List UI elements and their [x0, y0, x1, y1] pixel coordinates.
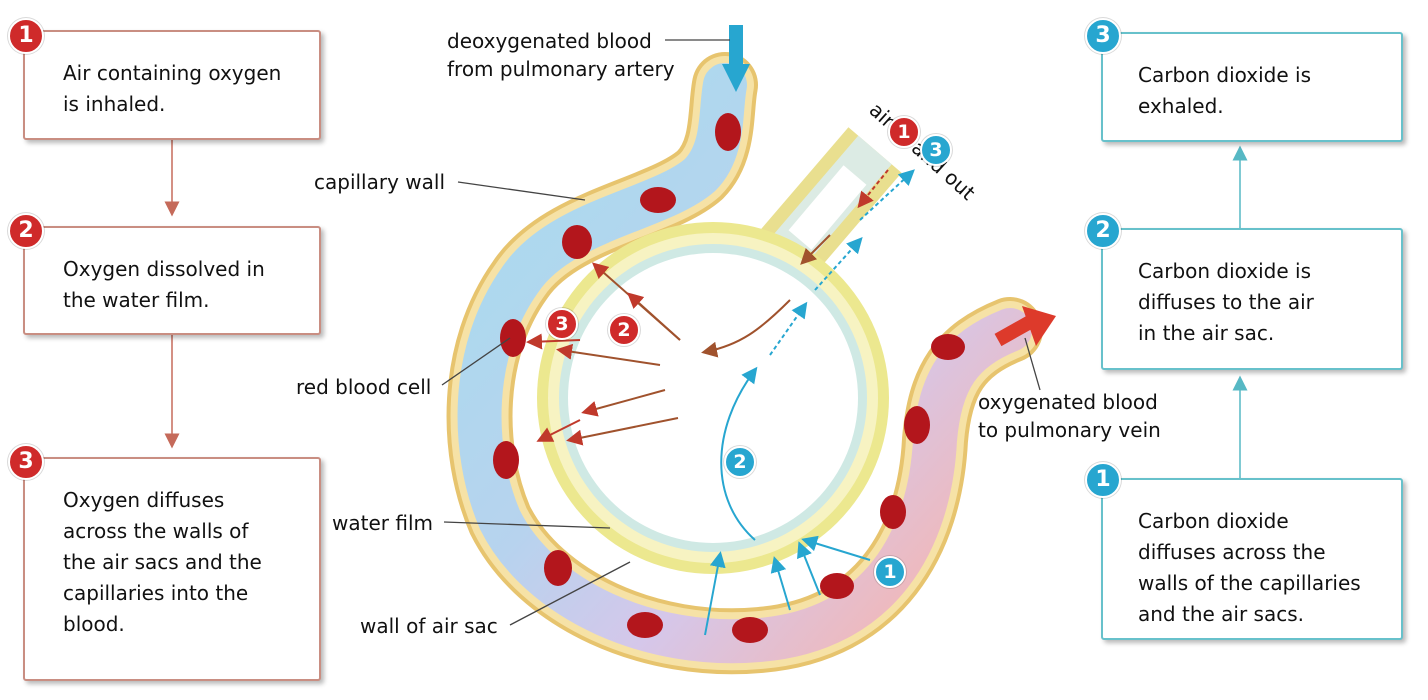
- capillary-wall-label: capillary wall: [314, 170, 446, 194]
- oxygen-step-1-text: Air containing oxygen is inhaled.: [63, 61, 282, 116]
- airway-oxygen-badge: 1: [888, 116, 920, 148]
- co2-diagram-badge-2: 2: [724, 446, 756, 478]
- flow-arrows: [164, 140, 1248, 478]
- oxygen-step-1-badge: 1: [8, 18, 44, 54]
- co2-step-1-text: Carbon dioxide diffuses across the walls…: [1138, 509, 1361, 626]
- red-blood-cell-label: red blood cell: [296, 375, 432, 399]
- oxygen-step-1-box: Air containing oxygen is inhaled.: [23, 30, 321, 140]
- red-blood-cells: [493, 113, 965, 643]
- oxygenated-blood-label: oxygenated blood to pulmonary vein: [978, 390, 1161, 442]
- co2-diagram-badge-1: 1: [874, 556, 906, 588]
- oxygen-step-3-badge: 3: [8, 444, 44, 480]
- co2-step-1-badge: 1: [1085, 462, 1121, 498]
- oxygen-arrows: [526, 169, 889, 446]
- co2-step-3-badge: 3: [1085, 18, 1121, 54]
- oxygen-step-2-box: Oxygen dissolved in the water film.: [23, 226, 321, 335]
- co2-step-2-badge: 2: [1085, 213, 1121, 249]
- oxygen-diagram-badge-3: 3: [546, 308, 578, 340]
- oxygen-step-2-text: Oxygen dissolved in the water film.: [63, 257, 265, 312]
- airway-co2-badge: 3: [920, 134, 952, 166]
- oxygen-step-3-box: Oxygen diffuses across the walls of the …: [23, 457, 321, 681]
- oxygen-step-2-badge: 2: [8, 213, 44, 249]
- co2-step-2-text: Carbon dioxide is diffuses to the air in…: [1138, 259, 1314, 345]
- co2-step-3-box: Carbon dioxide is exhaled.: [1101, 32, 1403, 142]
- co2-step-2-box: Carbon dioxide is diffuses to the air in…: [1101, 228, 1403, 370]
- deoxygenated-blood-label: deoxygenated blood from pulmonary artery: [447, 29, 675, 81]
- label-leader-lines: [441, 39, 1041, 626]
- oxygen-diagram-badge-2: 2: [608, 314, 640, 346]
- co2-arrows: [704, 169, 915, 636]
- co2-step-3-text: Carbon dioxide is exhaled.: [1138, 63, 1312, 118]
- wall-of-air-sac-label: wall of air sac: [360, 614, 498, 638]
- water-film-label: water film: [332, 511, 433, 535]
- air-sac: [537, 165, 889, 574]
- blood-flow-arrows: [722, 25, 1056, 347]
- co2-step-1-box: Carbon dioxide diffuses across the walls…: [1101, 478, 1403, 640]
- oxygen-step-3-text: Oxygen diffuses across the walls of the …: [63, 488, 262, 636]
